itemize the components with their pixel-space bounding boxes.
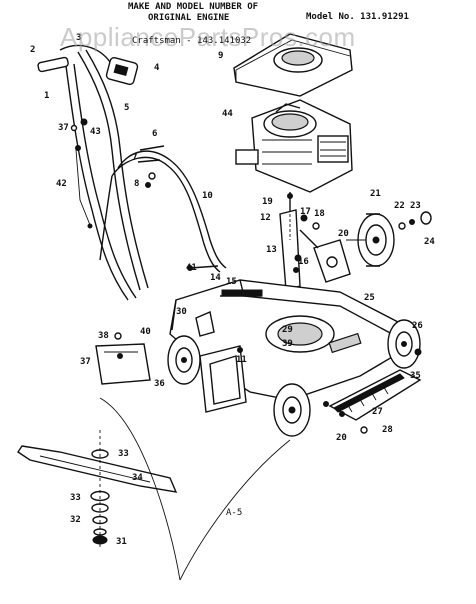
callout-29: 29: [282, 325, 293, 335]
callout-17: 17: [300, 207, 311, 217]
front-right-wheels: [273, 319, 421, 437]
callout-30: 30: [176, 307, 187, 317]
callout-1: 1: [44, 91, 49, 101]
callout-22: 22: [394, 201, 405, 211]
callout-12: 12: [260, 213, 271, 223]
callout-14: 14: [210, 273, 221, 283]
callout-16: 16: [298, 257, 309, 267]
callout-28: 28: [382, 425, 393, 435]
callout-3: 3: [76, 33, 81, 43]
callout-labels: 2 3 4 1 5 37 43 6 7 8 42 10 9 44 19 12 1…: [30, 33, 435, 547]
callout-20b: 20: [336, 433, 347, 443]
callout-32: 32: [70, 515, 81, 525]
callout-31: 31: [116, 537, 127, 547]
engine-note-line2: ORIGINAL ENGINE: [148, 13, 230, 23]
callout-25: 25: [364, 293, 375, 303]
callout-13: 13: [266, 245, 277, 255]
callout-4: 4: [154, 63, 160, 73]
callout-26: 26: [412, 321, 423, 331]
callout-33a: 33: [118, 449, 129, 459]
watermark: AppliancePartsPros.com: [60, 22, 356, 52]
leader-lines: [99, 214, 366, 581]
engine-note-line1: MAKE AND MODEL NUMBER OF: [128, 2, 259, 12]
callout-24: 24: [424, 237, 435, 247]
engine-shroud: [233, 33, 353, 97]
callout-6: 6: [152, 129, 157, 139]
callout-34: 34: [132, 473, 143, 483]
height-adjuster: [279, 209, 351, 291]
callout-39: 39: [282, 339, 293, 349]
callout-33b: 33: [70, 493, 81, 503]
callout-27: 27: [372, 407, 383, 417]
callout-36: 36: [154, 379, 165, 389]
callout-10: 10: [202, 191, 213, 201]
callout-18a: 18: [314, 209, 325, 219]
callout-19: 19: [262, 197, 273, 207]
callout-37b: 37: [80, 357, 91, 367]
callout-21: 21: [370, 189, 381, 199]
callout-42: 42: [56, 179, 67, 189]
callout-5: 5: [124, 103, 129, 113]
callout-2: 2: [30, 45, 35, 55]
callout-44: 44: [222, 109, 233, 119]
page-label: A-5: [226, 508, 243, 518]
handle-assembly: [37, 44, 227, 301]
blade-assembly: [17, 430, 178, 550]
callout-37a: 37: [58, 123, 69, 133]
rear-wheel: [357, 211, 432, 267]
callout-40: 40: [140, 327, 151, 337]
callout-35: 35: [410, 371, 421, 381]
callout-41: 41: [186, 263, 197, 273]
callout-20a: 20: [338, 229, 349, 239]
callout-23: 23: [410, 201, 421, 211]
engine-note-line3: Craftsman - 143.141032: [132, 36, 252, 46]
engine: [235, 99, 353, 215]
callout-15: 15: [226, 277, 237, 287]
mower-deck: [169, 279, 405, 413]
model-number: Model No. 131.91291: [306, 12, 409, 22]
rear-skirt: [95, 332, 243, 385]
callout-8: 8: [134, 179, 139, 189]
callout-43: 43: [90, 127, 101, 137]
callout-7: 7: [132, 153, 137, 163]
front-left-wheel: [167, 335, 201, 385]
discharge-chute: [323, 348, 422, 434]
callout-9: 9: [218, 51, 223, 61]
callout-11: 11: [236, 355, 247, 365]
callout-38: 38: [98, 331, 109, 341]
